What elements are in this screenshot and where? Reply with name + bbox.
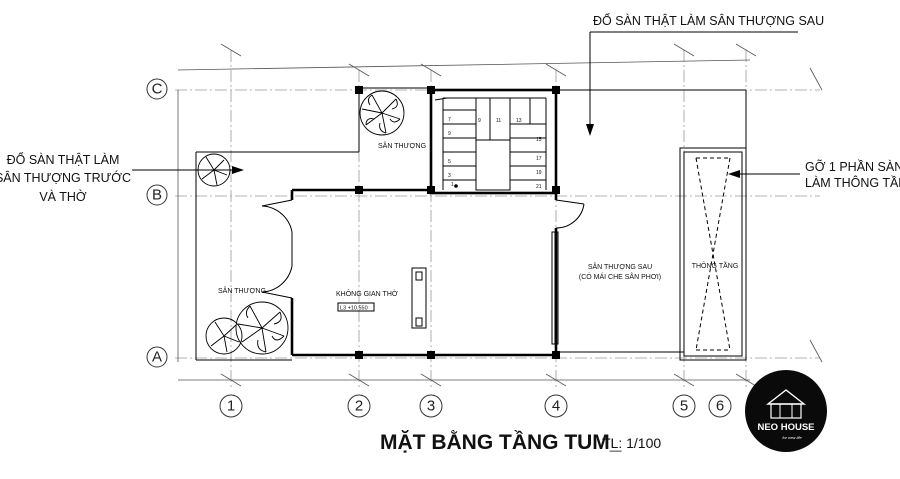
tree-icon-bottom-left <box>205 317 243 355</box>
axis-bubble <box>219 394 243 418</box>
step-label: 1 <box>451 182 454 188</box>
step-label: 11 <box>496 118 501 124</box>
annotation-top-right: ĐỔ SÀN THẬT LÀM SÂN THƯỢNG SAU <box>593 13 824 28</box>
axis-label-6: 6 <box>716 398 724 415</box>
axis-label-1: 1 <box>227 398 235 415</box>
level-tag <box>337 302 375 312</box>
neo-house-logo: NEO HOUSE for new life <box>745 370 827 452</box>
room-label-san-thuong-left: SÂN THƯỢNG <box>218 286 266 295</box>
axis-label-3: 3 <box>427 398 435 415</box>
doors <box>261 199 585 299</box>
step-label: 5 <box>448 159 451 165</box>
annotation-left-line1: ĐỔ SÀN THẬT LÀM <box>7 152 120 167</box>
annotation-left-line3: VÀ THỜ <box>39 189 87 204</box>
stair-numbers: 7 9 5 3 1 9 11 13 15 17 19 21 <box>448 117 542 190</box>
axis-label-4: 4 <box>552 398 560 415</box>
annotation-left-line2: SÂN THƯỢNG TRƯỚC <box>0 170 131 185</box>
annotation-leaders <box>132 31 800 178</box>
tree-icon-bottom <box>235 301 289 355</box>
level-label: L3 +10.550 <box>340 306 368 312</box>
dimension-lines <box>177 43 823 387</box>
step-label: 3 <box>448 173 451 179</box>
axis-label-5: 5 <box>680 398 688 415</box>
tree-icon-top <box>359 90 405 136</box>
step-label: 17 <box>536 156 542 162</box>
axis-bubble <box>146 78 168 100</box>
axis-bubble <box>146 184 168 206</box>
step-label: 9 <box>448 131 451 137</box>
room-label-thong-tang: THÔNG TẦNG <box>692 260 739 270</box>
axis-bubble <box>347 394 371 418</box>
annotation-right-line2: LÀM THÔNG TẦNG <box>805 175 900 190</box>
altar <box>411 267 427 329</box>
step-label: 15 <box>536 137 542 143</box>
building-outline <box>195 87 747 361</box>
step-label: 7 <box>448 117 451 123</box>
logo-brand: NEO HOUSE <box>757 422 814 433</box>
step-label: 9 <box>478 118 481 124</box>
step-label: 19 <box>536 170 542 176</box>
step-label: 21 <box>536 184 542 190</box>
columns <box>355 86 560 359</box>
grid-lines <box>175 50 820 390</box>
axis-label-a: A <box>152 349 162 366</box>
room-label-san-thuong-sau-note: (CÓ MÁI CHE SÂN PHƠI) <box>579 272 661 281</box>
room-label-san-thuong-sau: SÂN THƯỢNG SAU <box>588 262 652 271</box>
annotation-right-line1: GỠ 1 PHẦN SÀN ĐỂ <box>805 159 900 174</box>
axis-label-c: C <box>152 81 163 98</box>
axis-bubble <box>419 394 443 418</box>
row-axis-bubbles: C B A <box>146 78 168 368</box>
axis-bubble <box>146 346 168 368</box>
staircase <box>434 97 547 191</box>
axis-bubble <box>708 394 732 418</box>
axis-label-2: 2 <box>355 398 363 415</box>
axis-bubble <box>544 394 568 418</box>
drawing-title: MẶT BẰNG TẦNG TUM_ <box>380 430 622 454</box>
column-axis-bubbles: 1 2 3 4 5 6 <box>219 394 732 418</box>
window-strip <box>551 231 559 345</box>
step-label: 13 <box>516 118 522 124</box>
drawing-scale: TL: 1/100 <box>602 435 661 451</box>
axis-label-b: B <box>152 187 162 204</box>
axis-bubble <box>672 394 696 418</box>
logo-tagline: for new life <box>782 435 802 440</box>
room-label-khong-gian-tho: KHÔNG GIAN THỜ <box>336 289 398 298</box>
room-label-san-thuong-top: SÂN THƯỢNG <box>378 141 426 150</box>
